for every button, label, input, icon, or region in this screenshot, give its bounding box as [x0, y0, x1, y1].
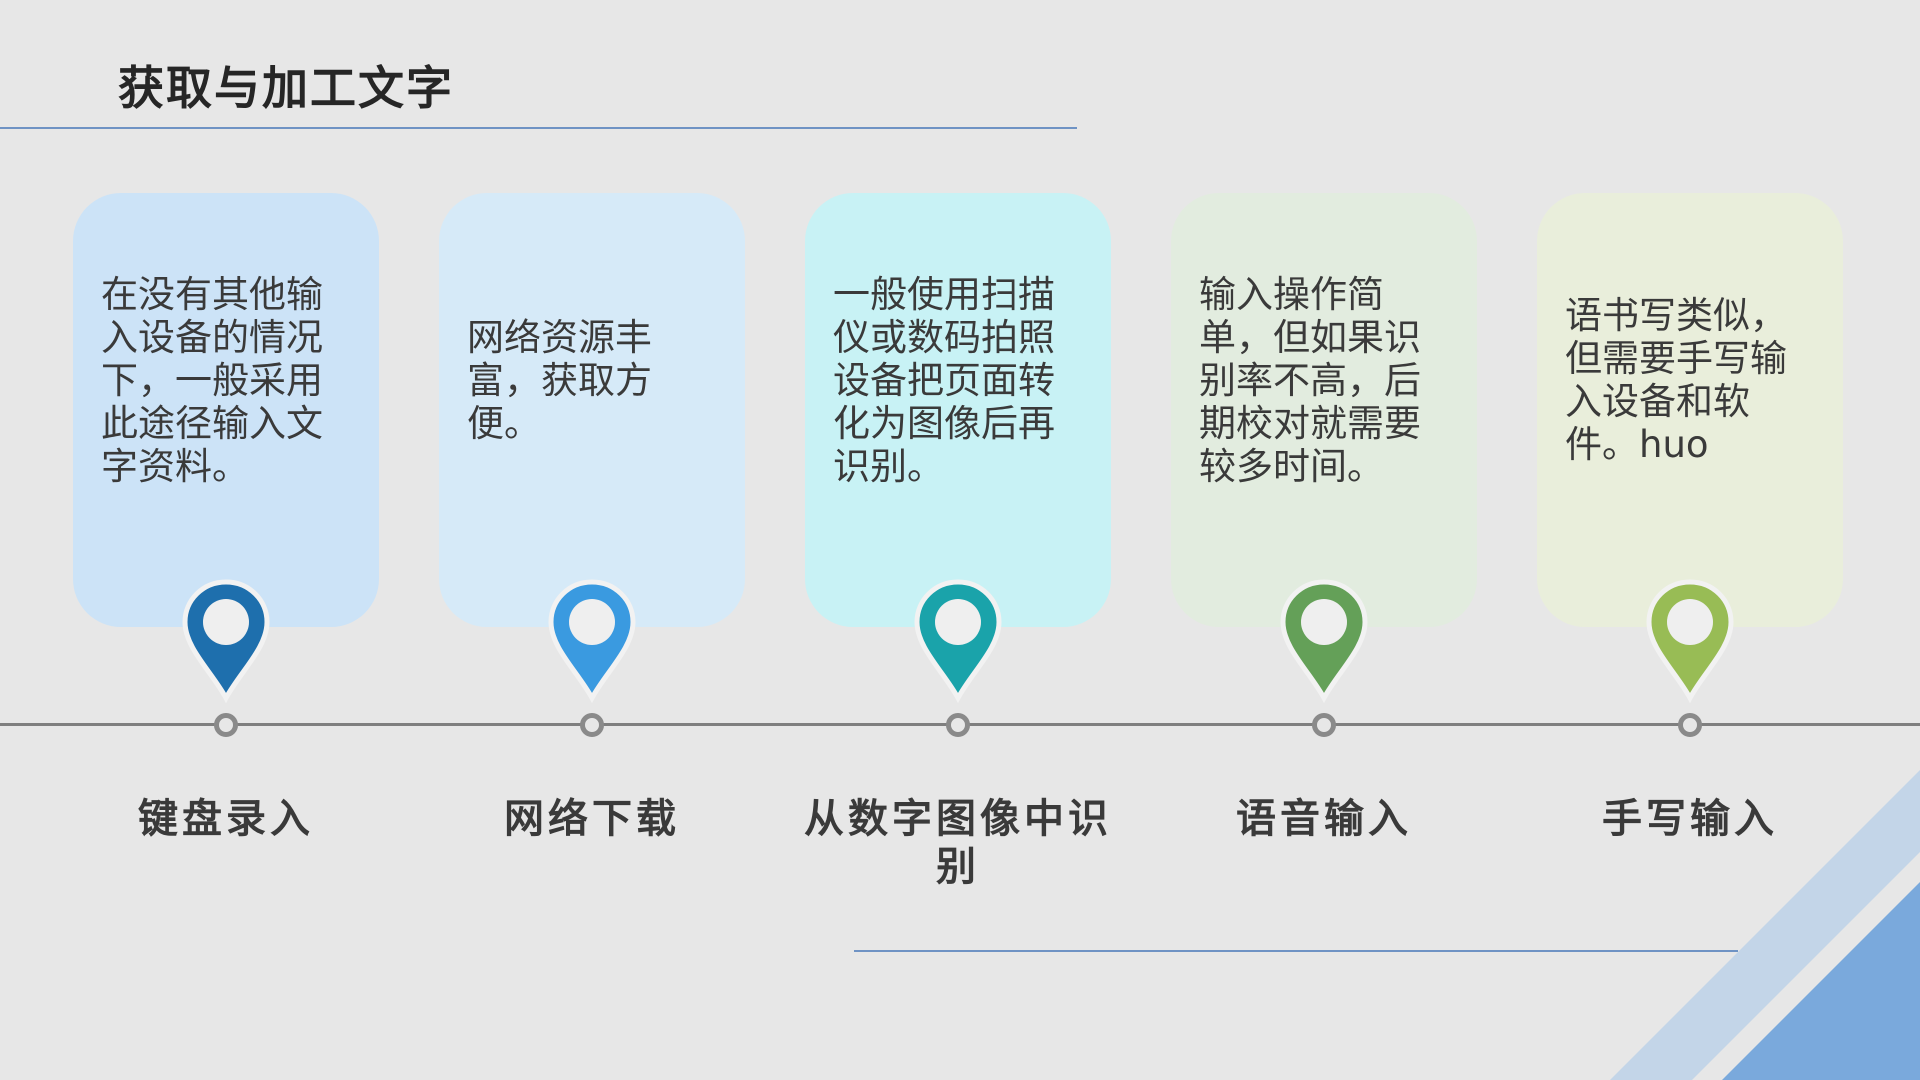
timeline-dot — [214, 713, 238, 737]
timeline-dot — [580, 713, 604, 737]
timeline-card-3: 一般使用扫描仪或数码拍照设备把页面转化为图像后再识别。 — [805, 193, 1111, 627]
timeline-card-2: 网络资源丰富，获取方便。 — [439, 193, 745, 627]
corner-stripe-dark — [1722, 882, 1920, 1080]
timeline-dot — [1678, 713, 1702, 737]
timeline-label-5: 手写输入 — [1602, 796, 1778, 842]
map-pin-icon — [1646, 579, 1734, 704]
timeline-card-4: 输入操作简单，但如果识别率不高，后期校对就需要较多时间。 — [1171, 193, 1477, 627]
card-description: 语书写类似，但需要手写输入设备和软件。huo — [1565, 294, 1787, 466]
timeline-dot — [946, 713, 970, 737]
map-pin-icon — [182, 579, 270, 704]
timeline-label-2: 网络下载 — [504, 796, 680, 842]
timeline-label-1: 键盘录入 — [138, 796, 314, 842]
card-description: 在没有其他输入设备的情况下，一般采用此途径输入文字资料。 — [101, 272, 323, 488]
bottom-rule — [854, 950, 1738, 952]
timeline-dot — [1312, 713, 1336, 737]
timeline-card-5: 语书写类似，但需要手写输入设备和软件。huo — [1537, 193, 1843, 627]
timeline-label-4: 语音输入 — [1236, 796, 1412, 842]
map-pin-icon — [1280, 579, 1368, 704]
title-underline — [0, 127, 1077, 129]
card-description: 网络资源丰富，获取方便。 — [467, 315, 652, 445]
card-description: 一般使用扫描仪或数码拍照设备把页面转化为图像后再识别。 — [833, 272, 1055, 488]
timeline-card-1: 在没有其他输入设备的情况下，一般采用此途径输入文字资料。 — [73, 193, 379, 627]
card-description: 输入操作简单，但如果识别率不高，后期校对就需要较多时间。 — [1199, 272, 1421, 488]
slide-title: 获取与加工文字 — [118, 61, 454, 115]
timeline-label-3: 从数字图像中识别 — [804, 796, 1112, 890]
map-pin-icon — [548, 579, 636, 704]
map-pin-icon — [914, 579, 1002, 704]
